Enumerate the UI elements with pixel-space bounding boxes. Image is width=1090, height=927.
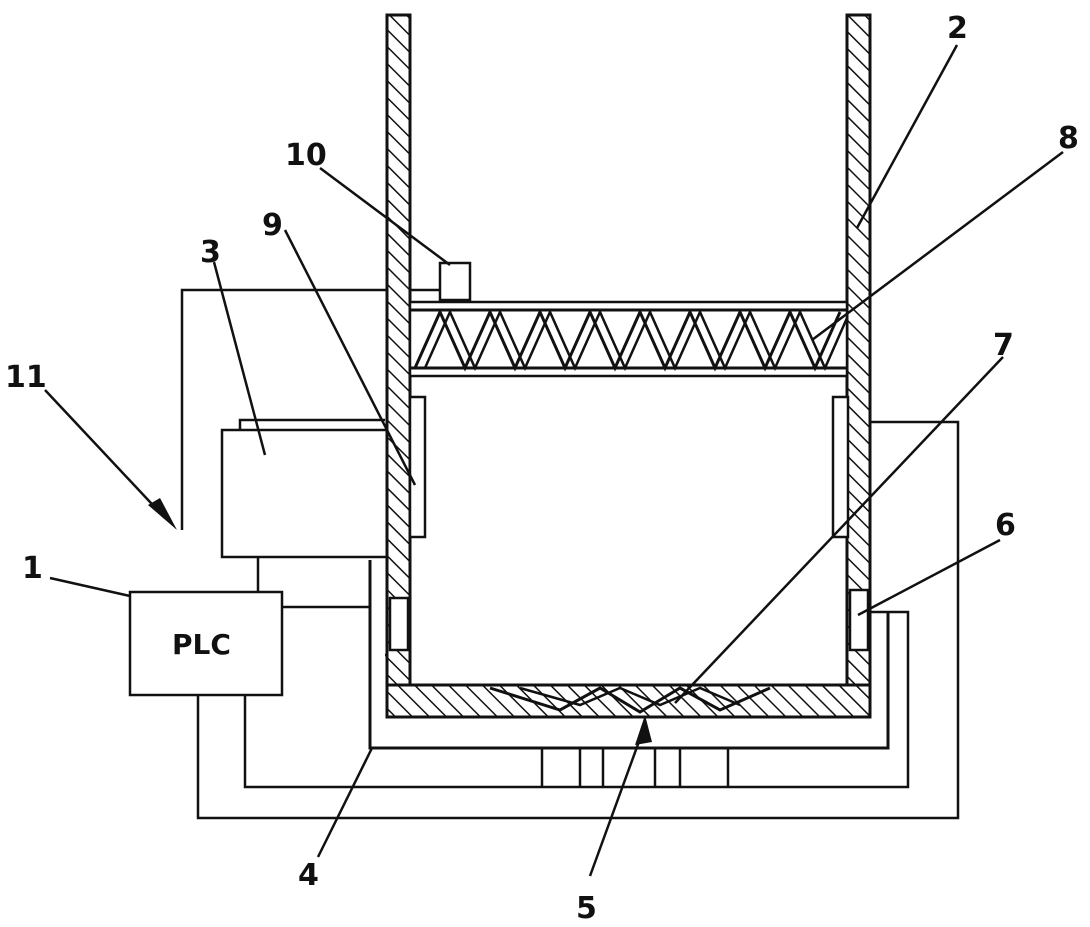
leader-11-arrowhead (148, 498, 177, 530)
filter-zigzag-a (413, 308, 842, 372)
leader-3 (212, 261, 267, 456)
leader-9 (283, 229, 417, 486)
label-6: 6 (995, 508, 1016, 543)
wire-sensor-to-plc (180, 288, 440, 530)
bottom-blades-inner (519, 686, 741, 707)
label-9: 9 (262, 208, 283, 243)
container-bottom-wall (385, 683, 872, 719)
plc-box (128, 590, 284, 697)
leader-5 (588, 724, 647, 877)
label-5: 5 (576, 891, 597, 926)
bottom-blades (489, 686, 771, 714)
leader-2 (855, 44, 959, 229)
leader-11 (44, 389, 166, 519)
wire-inner-loop (243, 610, 910, 789)
leader-7 (674, 356, 1004, 704)
label-1: 1 (22, 551, 43, 586)
leader-4 (316, 747, 374, 858)
leader-8 (811, 150, 1064, 342)
leader-1 (49, 576, 131, 598)
heating-plate-right (831, 395, 850, 539)
heating-plate-left (408, 395, 427, 539)
base-tray-outline (368, 560, 890, 750)
level-sensor (438, 261, 472, 302)
label-2: 2 (947, 11, 968, 46)
base-tray (368, 560, 890, 750)
elastic-support-right (848, 588, 870, 652)
leader-lines (44, 44, 1064, 877)
label-3: 3 (200, 235, 221, 270)
label-4: 4 (298, 858, 319, 893)
label-10: 10 (285, 138, 327, 173)
leader-5-arrowhead (635, 715, 652, 745)
plc-label: PLC (172, 628, 231, 661)
leader-10 (319, 166, 451, 267)
label-8: 8 (1058, 121, 1079, 156)
filter-layer (408, 300, 849, 378)
leader-6 (857, 538, 1001, 617)
label-11: 11 (5, 360, 47, 395)
part-number-labels: 1 2 3 4 5 6 7 8 9 10 11 (5, 11, 1079, 926)
label-7: 7 (993, 328, 1014, 363)
elastic-support-left (388, 596, 410, 652)
wire-outer-loop (196, 420, 960, 820)
filter-zigzag-b (423, 308, 849, 372)
heater-box (220, 428, 389, 559)
